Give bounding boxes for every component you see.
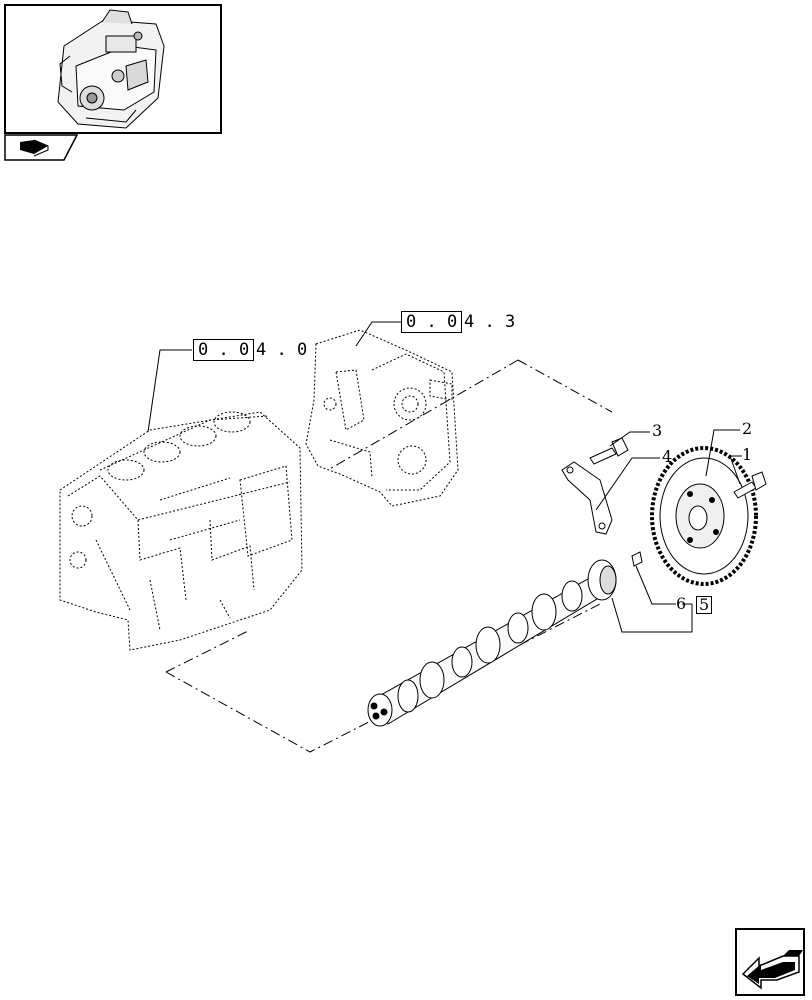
reference-tail-cover: 4 . 3 <box>464 312 516 332</box>
engine-block <box>59 411 303 651</box>
callout-5: 5 <box>696 596 713 614</box>
back-arrow-icon <box>741 950 803 990</box>
bolt-1 <box>733 471 767 499</box>
leader-lines <box>147 321 742 633</box>
callout-2: 2 <box>742 419 753 438</box>
back-navigation-button[interactable] <box>735 928 805 996</box>
callout-4: 4 <box>662 447 673 466</box>
reference-tail-block: 4 . 0 <box>256 340 308 360</box>
reference-box-cover[interactable]: 0 . 0 <box>401 311 463 333</box>
assembly-outline-2 <box>165 359 519 673</box>
engine-thumbnail <box>4 4 222 134</box>
callout-1: 1 <box>742 445 753 464</box>
callout-6: 6 <box>676 594 687 613</box>
bracket <box>561 461 613 535</box>
key-pin <box>631 551 643 567</box>
engine-thumbnail-icon <box>57 9 165 129</box>
bolt-3 <box>589 437 629 465</box>
reference-box-block[interactable]: 0 . 0 <box>193 339 255 361</box>
timing-cover <box>305 329 459 507</box>
book-tab-icon <box>4 134 78 161</box>
camshaft <box>367 559 617 727</box>
callout-3: 3 <box>652 421 663 440</box>
camshaft-gear <box>650 446 758 586</box>
